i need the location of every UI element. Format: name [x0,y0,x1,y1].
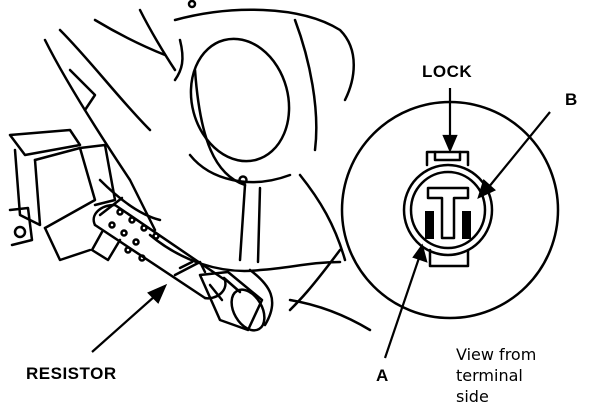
bell-housing [173,0,355,264]
connector-terminals [425,211,471,239]
view-note-line-3: side [456,387,489,406]
lock-label: LOCK [422,62,473,81]
view-note: View from terminal side [456,344,536,407]
terminal-a [425,211,434,239]
terminal-b-label: B [565,90,578,109]
resistor-assembly [90,196,227,300]
b-arrow [477,111,551,200]
detail-circle [288,100,560,320]
view-note-line-1: View from [456,345,537,364]
transmission-housing [8,8,177,262]
resistor-label: RESISTOR [26,364,117,383]
lock-arrow [442,88,458,153]
view-note-line-2: terminal [456,366,523,385]
terminal-b [462,211,471,239]
terminal-a-label: A [376,366,389,385]
a-arrow [383,243,428,359]
connector-face [402,150,494,268]
resistor-connector [198,270,266,332]
resistor-arrow [91,283,168,353]
